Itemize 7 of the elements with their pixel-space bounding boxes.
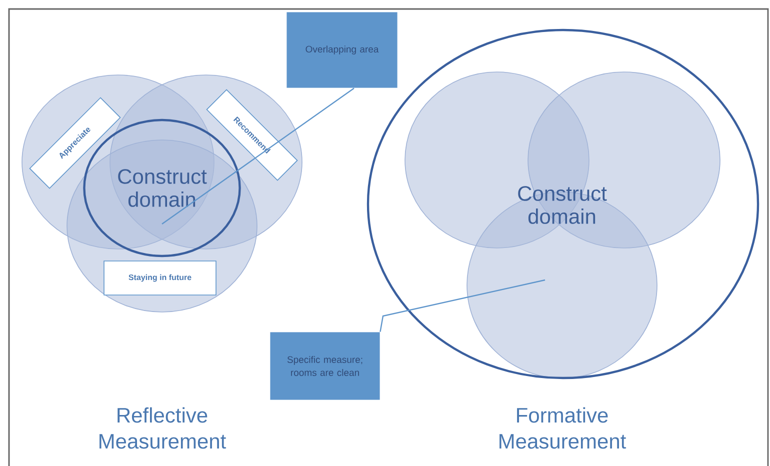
callout-box: Overlapping area	[286, 12, 398, 88]
caption-label: Reflective Measurement	[100, 407, 226, 449]
label-box: Staying in future	[104, 260, 216, 296]
caption-label: Formative Measurement	[500, 407, 626, 449]
leader-line	[162, 88, 354, 224]
leader-line	[380, 279, 546, 332]
callout-box: Specific measure; rooms are clean	[270, 332, 380, 400]
